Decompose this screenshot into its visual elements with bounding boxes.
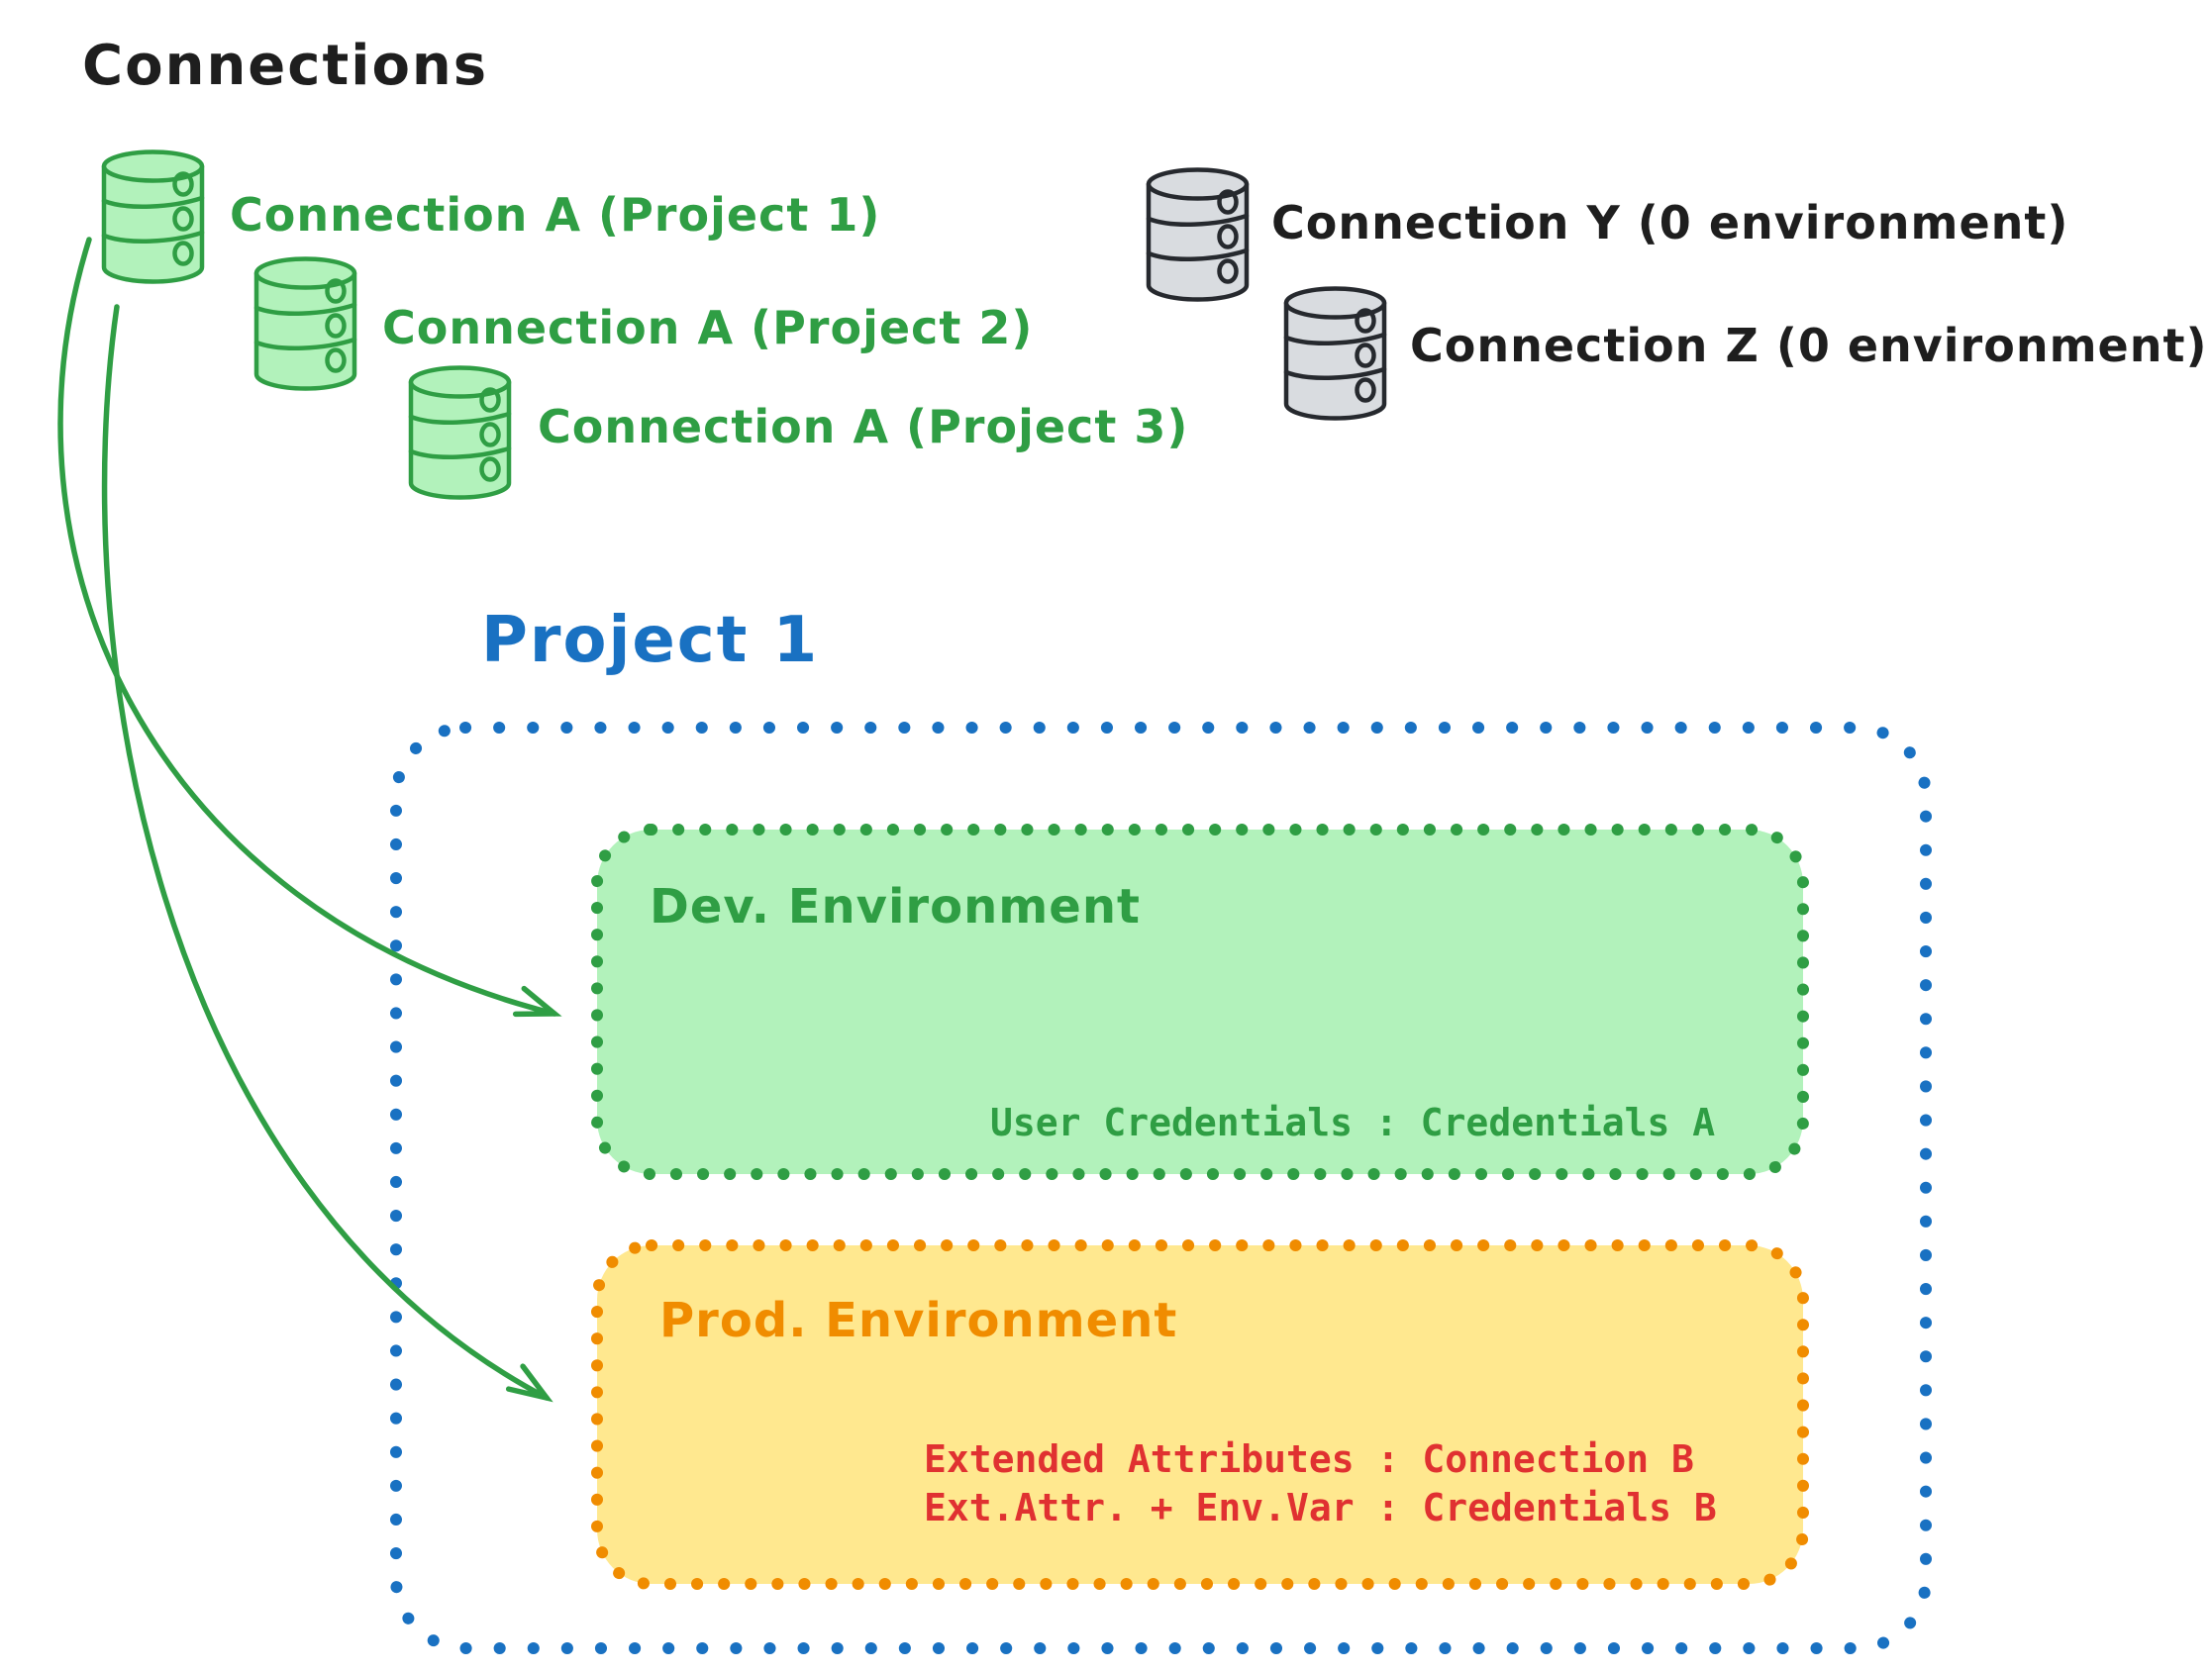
dev-environment-box: [591, 824, 1809, 1180]
arrow-connection-a-to-prod: [101, 304, 553, 1403]
project-1-box: [390, 722, 1932, 1654]
connection-z-label: Connection Z (0 environment): [1410, 319, 2208, 372]
arrow-connection-a-to-dev: [57, 237, 562, 1018]
dev-environment-title: Dev. Environment: [650, 879, 1141, 935]
connection-a-project-2-label: Connection A (Project 2): [382, 301, 1034, 354]
connections-title: Connections: [82, 34, 489, 98]
database-icon-connection-a-project-2: [256, 258, 354, 389]
database-icon-connection-a-project-3: [411, 367, 509, 498]
prod-mapping-extended-attributes: Extended Attributes : Connection B: [924, 1437, 1694, 1481]
database-icon-connection-z: [1286, 288, 1384, 419]
dev-credentials-mapping: User Credentials : Credentials A: [990, 1101, 1716, 1144]
project-1-title: Project 1: [481, 604, 820, 677]
connection-a-project-3-label: Connection A (Project 3): [538, 400, 1189, 453]
prod-environment-title: Prod. Environment: [659, 1293, 1178, 1348]
connection-a-project-1-label: Connection A (Project 1): [230, 188, 881, 242]
database-icon-connection-a-project-1: [104, 151, 202, 282]
prod-mappings: Extended Attributes : Connection B Ext.A…: [924, 1435, 1717, 1532]
database-icon-connection-y: [1149, 169, 1247, 300]
prod-environment-box: [591, 1239, 1809, 1590]
connection-y-label: Connection Y (0 environment): [1271, 196, 2069, 249]
prod-mapping-env-var: Ext.Attr. + Env.Var : Credentials B: [924, 1486, 1717, 1529]
